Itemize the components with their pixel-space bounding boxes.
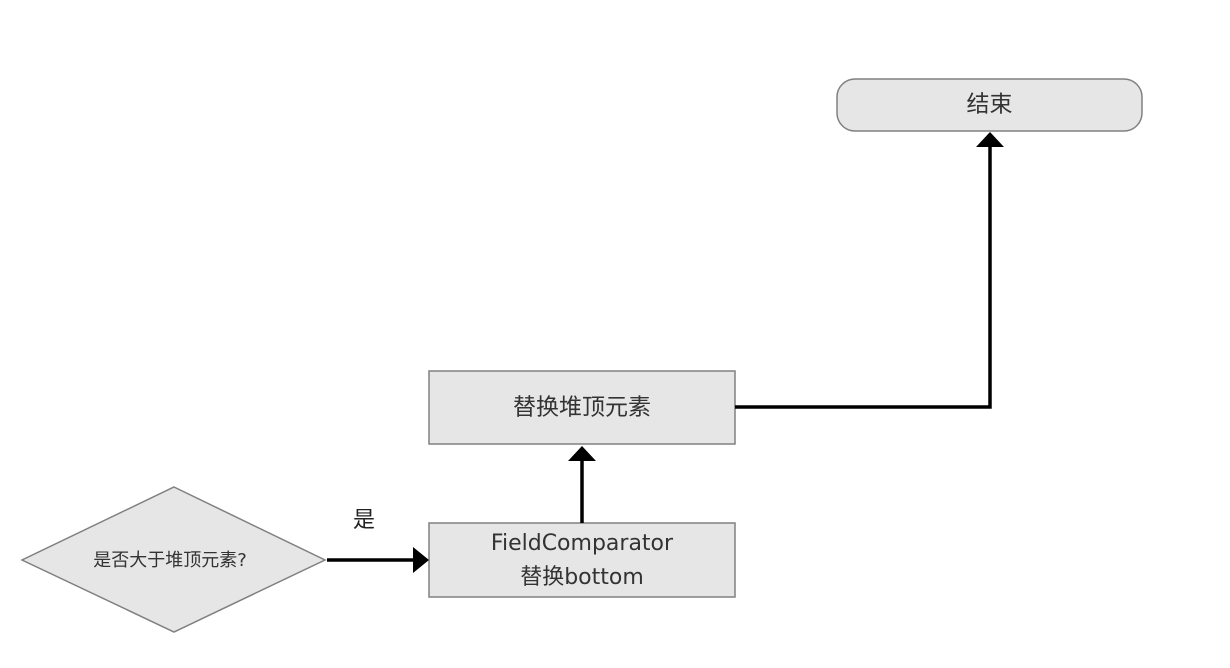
replace-heap-top-shape	[428, 370, 736, 445]
decision-shape	[20, 486, 327, 633]
field-comparator-label-line2: 替换bottom	[520, 565, 644, 590]
edge-decision-to-comparator-arrowhead	[413, 547, 429, 573]
field-comparator-node: FieldComparator 替换bottom	[428, 522, 736, 598]
end-node: 结束	[836, 78, 1143, 132]
edge-replace-to-end-line	[735, 147, 992, 409]
replace-heap-top-label: 替换堆顶元素	[513, 395, 651, 421]
decision-label: 是否大于堆顶元素?	[93, 550, 247, 571]
field-comparator-label-line1: FieldComparator	[491, 531, 674, 556]
end-node-shape	[836, 78, 1143, 132]
edge-decision-to-comparator: 是	[327, 508, 429, 573]
edge-replace-to-end-arrowhead	[976, 132, 1004, 147]
decision-node: 是否大于堆顶元素?	[20, 486, 327, 633]
edge-comparator-to-replace	[568, 446, 596, 523]
edge-yes-label: 是	[353, 508, 375, 533]
replace-heap-top-node: 替换堆顶元素	[428, 370, 736, 445]
end-node-label: 结束	[967, 92, 1013, 118]
edge-replace-to-end	[735, 132, 1004, 409]
edge-comparator-to-replace-arrowhead	[568, 446, 596, 461]
